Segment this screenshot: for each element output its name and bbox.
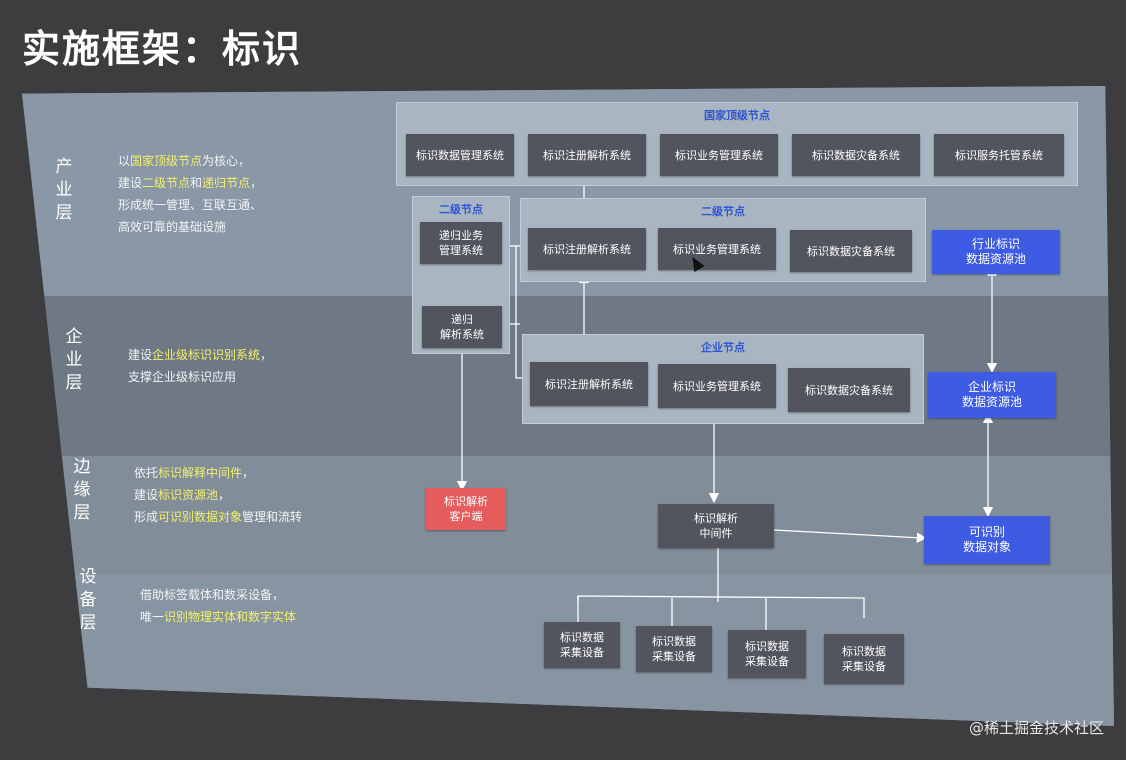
data-collection-device-3: 标识数据采集设备	[728, 630, 806, 678]
national-registration-parsing-system: 标识注册解析系统	[528, 134, 646, 176]
enterprise-business-management-system: 标识业务管理系统	[658, 364, 776, 408]
secondary-node-title: 二级节点	[701, 205, 745, 218]
enterprise-layer-label: 企业层	[65, 327, 83, 393]
data-collection-device-1: 标识数据采集设备	[544, 622, 620, 668]
enterprise-data-resource-pool: 企业标识数据资源池	[928, 372, 1056, 418]
enterprise-node-title: 企业节点	[701, 341, 745, 354]
page-title: 实施框架：标识	[22, 27, 303, 71]
industry-description: 以国家顶级节点为核心， 建设二级节点和递归节点， 形成统一管理、互联互通、 高效…	[118, 154, 263, 234]
watermark: @稀土掘金技术社区	[968, 719, 1104, 737]
national-node-title: 国家顶级节点	[704, 109, 770, 122]
secondary-registration-parsing-system: 标识注册解析系统	[528, 228, 646, 270]
edge-layer-label: 边缘层	[73, 457, 91, 523]
enterprise-registration-parsing-system: 标识注册解析系统	[530, 362, 648, 406]
device-layer-label: 设备层	[79, 567, 97, 633]
secondary-data-backup-system: 标识数据灾备系统	[790, 230, 912, 272]
identifiable-data-object: 可识别数据对象	[924, 516, 1050, 564]
edge-description: 依托标识解释中间件， 建设标识资源池， 形成可识别数据对象管理和流转	[134, 466, 303, 524]
identifier-parsing-client: 标识解析客户端	[426, 488, 506, 530]
national-business-management-system: 标识业务管理系统	[660, 134, 778, 176]
enterprise-data-backup-system: 标识数据灾备系统	[788, 368, 910, 412]
data-collection-device-2: 标识数据采集设备	[636, 626, 712, 672]
national-data-management-system: 标识数据管理系统	[406, 134, 514, 176]
recursive-business-management-system: 递归业务管理系统	[420, 222, 502, 264]
national-service-hosting-system: 标识服务托管系统	[934, 134, 1064, 176]
industry-data-resource-pool: 行业标识数据资源池	[932, 230, 1060, 274]
industry-layer-label: 产业层	[55, 157, 73, 223]
recursive-parsing-system: 递归解析系统	[422, 306, 502, 348]
enterprise-description: 建设企业级标识识别系统， 支撑企业级标识应用	[128, 348, 273, 384]
identifier-parsing-middleware: 标识解析中间件	[658, 504, 774, 548]
recursive-node-title: 二级节点	[439, 203, 483, 216]
data-collection-device-4: 标识数据采集设备	[824, 634, 904, 684]
national-data-backup-system: 标识数据灾备系统	[792, 134, 920, 176]
secondary-business-management-system: 标识业务管理系统	[658, 228, 776, 270]
device-description: 借助标签载体和数采设备， 唯一识别物理实体和数字实体	[140, 588, 297, 624]
diagram-slide: 产业层 企业层 边缘层 设备层 以国家顶级节点为核心， 建设二级节点和递归节点，…	[22, 86, 1114, 726]
